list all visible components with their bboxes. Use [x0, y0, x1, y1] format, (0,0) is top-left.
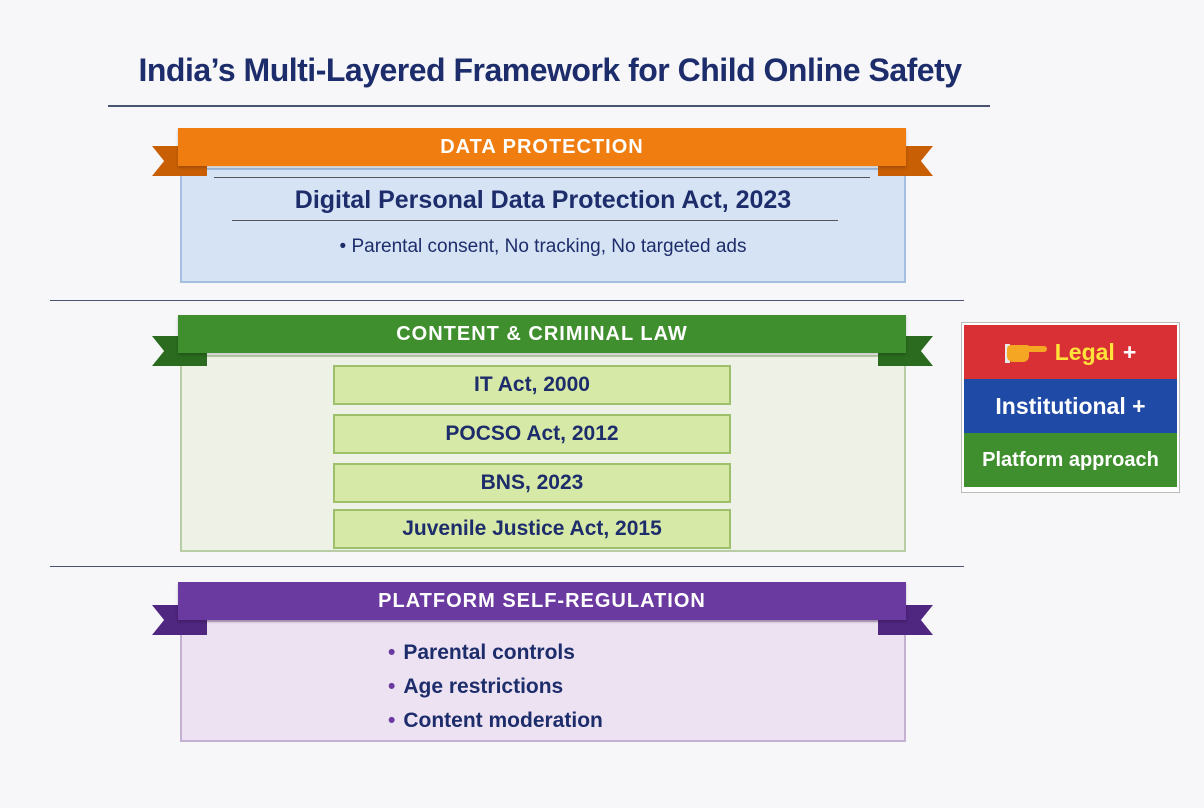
list-item: Age restrictions [388, 670, 603, 704]
legal-row: Legal + [964, 325, 1177, 379]
approach-box: Legal + Institutional + Platform approac… [962, 323, 1179, 492]
dpdp-act-title: Digital Personal Data Protection Act, 20… [294, 186, 792, 214]
law-pocso-act: POCSO Act, 2012 [333, 414, 731, 454]
institutional-row: Institutional + [964, 379, 1177, 433]
law-it-act: IT Act, 2000 [333, 365, 731, 405]
act-top-divider [214, 177, 870, 178]
legal-label: Legal [1054, 338, 1115, 365]
list-item: Parental controls [388, 636, 603, 670]
list-item: Content moderation [388, 704, 603, 738]
data-protection-heading: DATA PROTECTION [178, 128, 906, 166]
platform-row: Platform approach [964, 433, 1177, 487]
act-bottom-divider [232, 220, 838, 221]
pointing-hand-icon [1004, 341, 1049, 363]
self-regulation-list: Parental controls Age restrictions Conte… [388, 636, 603, 738]
law-juvenile-justice: Juvenile Justice Act, 2015 [333, 509, 731, 549]
page-title: India’s Multi-Layered Framework for Chil… [138, 52, 962, 88]
dpdp-points: • Parental consent, No tracking, No targ… [339, 236, 747, 257]
layer-divider-2 [50, 566, 964, 567]
self-regulation-heading: PLATFORM SELF-REGULATION [178, 582, 906, 620]
layer-divider-1 [50, 300, 964, 301]
title-divider [108, 105, 990, 107]
law-bns: BNS, 2023 [333, 463, 731, 503]
data-protection-panel [180, 168, 906, 283]
content-law-heading: CONTENT & CRIMINAL LAW [178, 315, 906, 353]
legal-plus: + [1122, 338, 1137, 365]
